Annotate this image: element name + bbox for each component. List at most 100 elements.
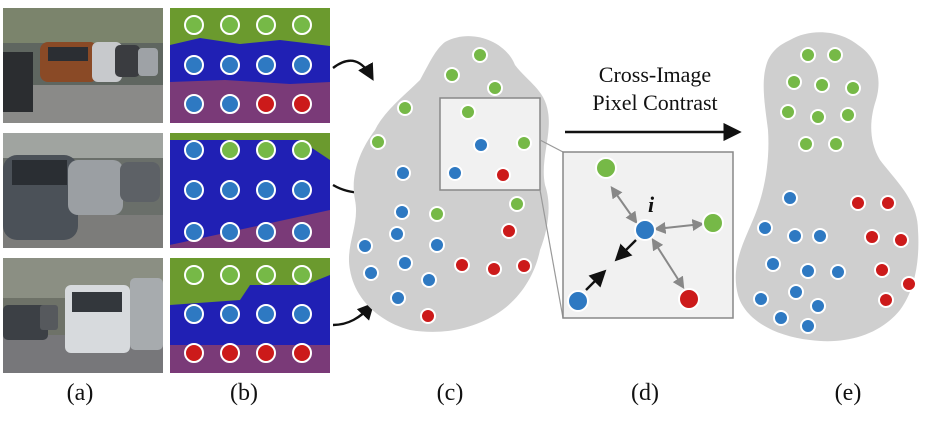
caption-b: (b) xyxy=(230,380,258,406)
panel-a-photos xyxy=(3,8,163,373)
embedding-red-dot xyxy=(495,167,511,183)
detail-positive-blue-dot xyxy=(567,290,589,312)
embedding-red-dot xyxy=(420,308,436,324)
zoom-connector-top xyxy=(539,139,564,153)
embedding-blue-dot xyxy=(363,265,379,281)
segmentation-pixel-blue-dot xyxy=(184,304,204,324)
arrow-b3-to-c xyxy=(332,302,375,327)
panel-b-segmentations xyxy=(170,8,330,373)
clustered-green-dot xyxy=(786,74,802,90)
caption-c: (c) xyxy=(436,380,464,406)
segmentation-pixel-green-dot xyxy=(292,265,312,285)
clustered-red-dot xyxy=(864,229,880,245)
clustered-blue-dot xyxy=(773,310,789,326)
clustered-blue-dot xyxy=(830,264,846,280)
caption-e: (e) xyxy=(834,380,862,406)
segmentation-pixel-green-dot xyxy=(184,15,204,35)
segmentation-pixel-blue-dot xyxy=(184,180,204,200)
attract-arrow-1 xyxy=(614,239,637,262)
embedding-green-dot xyxy=(444,67,460,83)
caption-d: (d) xyxy=(631,380,659,406)
embedding-blue-dot xyxy=(357,238,373,254)
segmentation-pixel-green-dot xyxy=(256,140,276,160)
detail-anchor-blue-dot xyxy=(634,219,656,241)
segmentation-pixel-green-dot xyxy=(184,265,204,285)
arrow-label-line-2: Pixel Contrast xyxy=(592,90,718,115)
repel-arrow-green-2 xyxy=(653,219,705,234)
segmentation-pixel-green-dot xyxy=(256,15,276,35)
repel-arrow-red xyxy=(651,237,685,290)
clustered-blue-dot xyxy=(765,256,781,272)
embedding-dots-c xyxy=(357,47,532,324)
segmentation-pixel-blue-dot xyxy=(220,55,240,75)
arrow-b1-to-c xyxy=(332,59,374,81)
segmentation-pixel-blue-dot xyxy=(256,180,276,200)
embedding-blue-dot xyxy=(473,137,489,153)
clustered-blue-dot xyxy=(788,284,804,300)
clustered-blue-dot xyxy=(812,228,828,244)
anchor-pixel-label: i xyxy=(648,192,655,217)
embedding-blue-dot xyxy=(395,165,411,181)
panel-e-embedding-space xyxy=(735,32,919,342)
segmentation-pixel-green-dot xyxy=(220,15,240,35)
detail-positive-green-dot xyxy=(595,157,617,179)
repel-arrow-green-1 xyxy=(610,186,638,224)
clustered-red-dot xyxy=(880,195,896,211)
embedding-green-dot xyxy=(397,100,413,116)
detail-negative-red-dot xyxy=(678,288,700,310)
embedding-green-dot xyxy=(509,196,525,212)
clustered-green-dot xyxy=(780,104,796,120)
clustered-green-dot xyxy=(828,136,844,152)
embedding-green-dot xyxy=(460,104,476,120)
clustered-green-dot xyxy=(814,77,830,93)
clustered-blue-dot xyxy=(810,298,826,314)
clustered-red-dot xyxy=(878,292,894,308)
clustered-blue-dot xyxy=(753,291,769,307)
clustered-green-dot xyxy=(827,47,843,63)
segmentation-pixel-blue-dot xyxy=(256,222,276,242)
embedding-green-dot xyxy=(429,206,445,222)
segmentation-pixel-blue-dot xyxy=(256,304,276,324)
clustered-red-dot xyxy=(893,232,909,248)
segmentation-pixel-red-dot xyxy=(292,94,312,114)
embedding-red-dot xyxy=(516,258,532,274)
street-photo-1 xyxy=(3,8,163,123)
clustered-green-dot xyxy=(845,80,861,96)
clustered-blue-dot xyxy=(800,318,816,334)
segmentation-pixel-blue-dot xyxy=(184,140,204,160)
embedding-blue-dot xyxy=(447,165,463,181)
clustered-blue-dot xyxy=(782,190,798,206)
segmentation-pixel-red-dot xyxy=(256,343,276,363)
segmentation-pixel-blue-dot xyxy=(256,55,276,75)
arrow-label-line-1: Cross-Image xyxy=(598,62,712,87)
embedding-red-dot xyxy=(454,257,470,273)
embedding-blue-dot xyxy=(397,255,413,271)
clustered-green-dot xyxy=(840,107,856,123)
clustered-green-dot xyxy=(800,47,816,63)
panel-c-embedding-space xyxy=(348,36,549,332)
embedding-blue-dot xyxy=(389,226,405,242)
embedding-red-dot xyxy=(501,223,517,239)
segmentation-pixel-blue-dot xyxy=(220,180,240,200)
segmentation-pixel-green-dot xyxy=(292,15,312,35)
clustered-green-dot xyxy=(798,136,814,152)
segmentation-pixel-green-dot xyxy=(256,265,276,285)
clustered-green-dot xyxy=(810,109,826,125)
embedding-blue-dot xyxy=(390,290,406,306)
segmentation-pixel-red-dot xyxy=(292,343,312,363)
segmentation-pixel-blue-dot xyxy=(220,304,240,324)
segmentation-pixel-green-dot xyxy=(220,140,240,160)
segmentation-pixel-blue-dot xyxy=(292,180,312,200)
embedding-green-dot xyxy=(487,80,503,96)
panel-d-contrast-detail: i xyxy=(562,151,734,319)
segmentation-pixel-blue-dot xyxy=(184,222,204,242)
segmentation-pixel-blue-dot xyxy=(292,304,312,324)
segmentation-pixel-blue-dot xyxy=(292,55,312,75)
clustered-red-dot xyxy=(901,276,917,292)
detail-dots xyxy=(567,157,724,312)
embedding-blue-dot xyxy=(429,237,445,253)
segmentation-pixel-green-dot xyxy=(220,265,240,285)
embedding-green-dot xyxy=(472,47,488,63)
